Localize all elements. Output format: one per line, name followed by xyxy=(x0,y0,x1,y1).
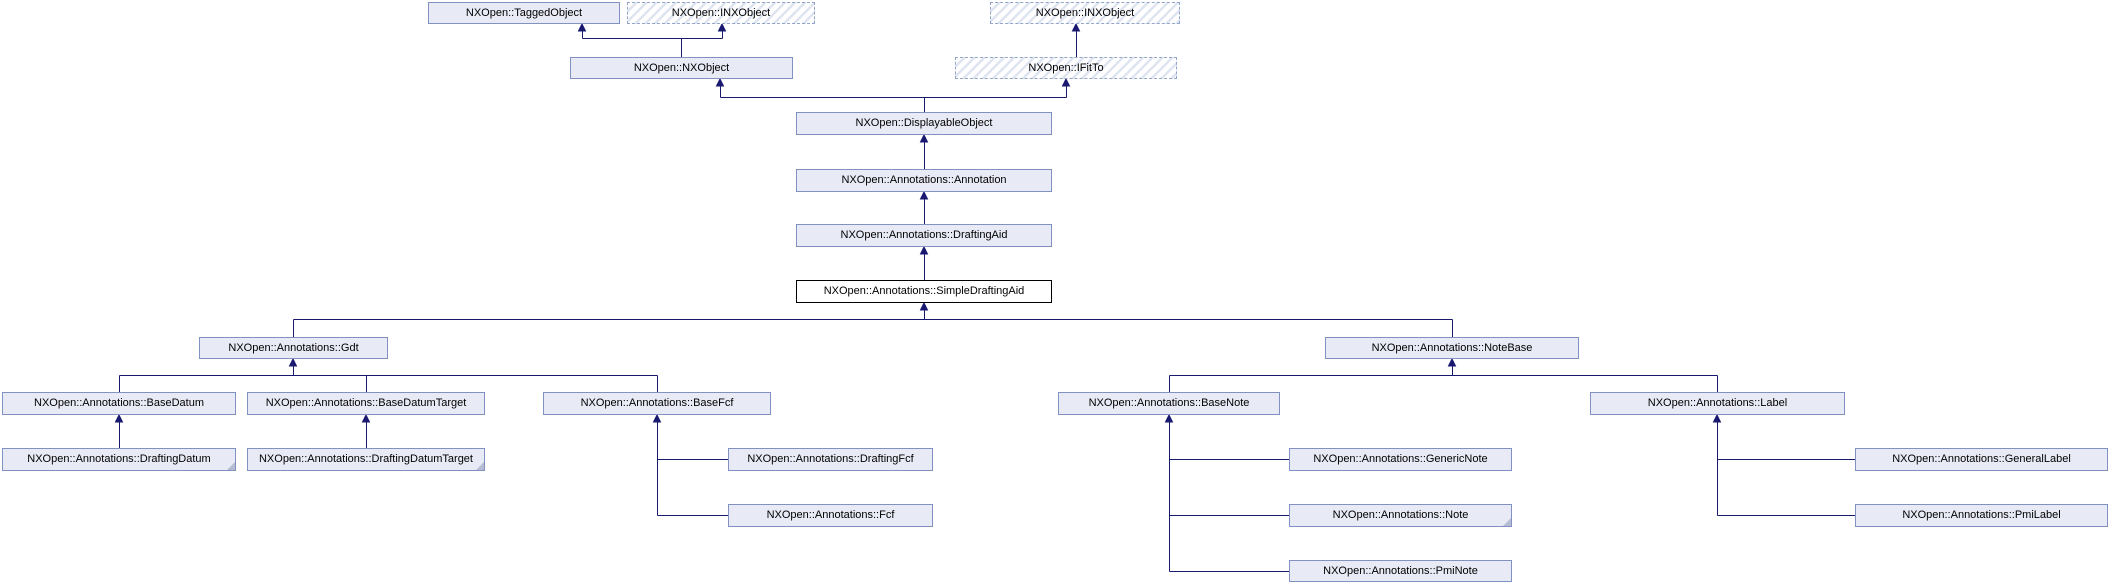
class-node-inxobject-2[interactable]: NXOpen::INXObject xyxy=(990,2,1180,24)
class-node-label: NXOpen::Annotations::Annotation xyxy=(841,174,1007,186)
class-node-fcf[interactable]: NXOpen::Annotations::Fcf xyxy=(728,504,933,527)
class-node-label[interactable]: NXOpen::Annotations::Label xyxy=(1590,392,1845,415)
class-node-label: NXOpen::Annotations::BaseDatumTarget xyxy=(265,397,467,409)
class-node-label: NXOpen::Annotations::DraftingDatumTarget xyxy=(258,453,473,465)
class-node-drafting-datum[interactable]: NXOpen::Annotations::DraftingDatum xyxy=(2,448,236,471)
corner-fold-icon xyxy=(476,462,484,470)
class-node-base-note[interactable]: NXOpen::Annotations::BaseNote xyxy=(1058,392,1280,415)
class-node-ifit-to[interactable]: NXOpen::IFitTo xyxy=(955,57,1177,79)
corner-fold-icon xyxy=(1503,518,1511,526)
class-node-label: NXOpen::Annotations::DraftingFcf xyxy=(747,453,914,465)
class-node-note[interactable]: NXOpen::Annotations::Note xyxy=(1289,504,1512,527)
class-node-label: NXOpen::Annotations::BaseNote xyxy=(1088,397,1250,409)
class-node-label: NXOpen::Annotations::GenericNote xyxy=(1313,453,1488,465)
class-node-label: NXOpen::Annotations::SimpleDraftingAid xyxy=(823,285,1025,297)
class-node-label: NXOpen::Annotations::BaseDatum xyxy=(34,397,204,409)
class-node-note-base[interactable]: NXOpen::Annotations::NoteBase xyxy=(1325,337,1579,359)
corner-fold-icon xyxy=(227,462,235,470)
class-node-label: NXOpen::Annotations::Label xyxy=(1647,397,1788,409)
class-node-tagged-object[interactable]: NXOpen::TaggedObject xyxy=(428,2,620,24)
class-node-drafting-fcf[interactable]: NXOpen::Annotations::DraftingFcf xyxy=(728,448,933,471)
class-node-label: NXOpen::Annotations::PmiNote xyxy=(1323,565,1478,577)
class-node-label: NXOpen::Annotations::NoteBase xyxy=(1371,342,1533,354)
class-node-label: NXOpen::TaggedObject xyxy=(465,7,583,19)
class-node-pmi-note[interactable]: NXOpen::Annotations::PmiNote xyxy=(1289,560,1512,582)
class-node-label: NXOpen::INXObject xyxy=(1035,7,1135,19)
class-node-label: NXOpen::DisplayableObject xyxy=(855,117,993,129)
class-node-base-datum-target[interactable]: NXOpen::Annotations::BaseDatumTarget xyxy=(247,392,485,415)
class-node-drafting-aid[interactable]: NXOpen::Annotations::DraftingAid xyxy=(796,224,1052,247)
class-node-label: NXOpen::Annotations::BaseFcf xyxy=(580,397,734,409)
class-node-inxobject-1[interactable]: NXOpen::INXObject xyxy=(627,2,815,24)
class-node-label: NXOpen::Annotations::Gdt xyxy=(228,342,359,354)
class-node-base-datum[interactable]: NXOpen::Annotations::BaseDatum xyxy=(2,392,236,415)
class-node-pmi-label[interactable]: NXOpen::Annotations::PmiLabel xyxy=(1855,504,2108,527)
class-node-label: NXOpen::NXObject xyxy=(633,62,730,74)
class-node-label: NXOpen::Annotations::DraftingAid xyxy=(840,229,1008,241)
class-node-label: NXOpen::Annotations::GeneralLabel xyxy=(1892,453,2071,465)
class-node-drafting-datum-target[interactable]: NXOpen::Annotations::DraftingDatumTarget xyxy=(247,448,485,471)
class-node-nxobject[interactable]: NXOpen::NXObject xyxy=(570,57,793,79)
class-node-base-fcf[interactable]: NXOpen::Annotations::BaseFcf xyxy=(543,392,771,415)
class-node-generic-note[interactable]: NXOpen::Annotations::GenericNote xyxy=(1289,448,1512,471)
class-node-general-label[interactable]: NXOpen::Annotations::GeneralLabel xyxy=(1855,448,2108,471)
class-node-displayable-object[interactable]: NXOpen::DisplayableObject xyxy=(796,112,1052,135)
class-node-label: NXOpen::Annotations::Fcf xyxy=(766,509,895,521)
class-node-label: NXOpen::Annotations::PmiLabel xyxy=(1902,509,2061,521)
class-node-label: NXOpen::IFitTo xyxy=(1028,62,1104,74)
class-node-gdt[interactable]: NXOpen::Annotations::Gdt xyxy=(199,337,388,359)
class-node-annotation[interactable]: NXOpen::Annotations::Annotation xyxy=(796,169,1052,192)
class-node-label: NXOpen::Annotations::Note xyxy=(1332,509,1469,521)
class-node-label: NXOpen::INXObject xyxy=(671,7,771,19)
class-node-label: NXOpen::Annotations::DraftingDatum xyxy=(27,453,211,465)
class-node-simple-drafting-aid: NXOpen::Annotations::SimpleDraftingAid xyxy=(796,280,1052,303)
